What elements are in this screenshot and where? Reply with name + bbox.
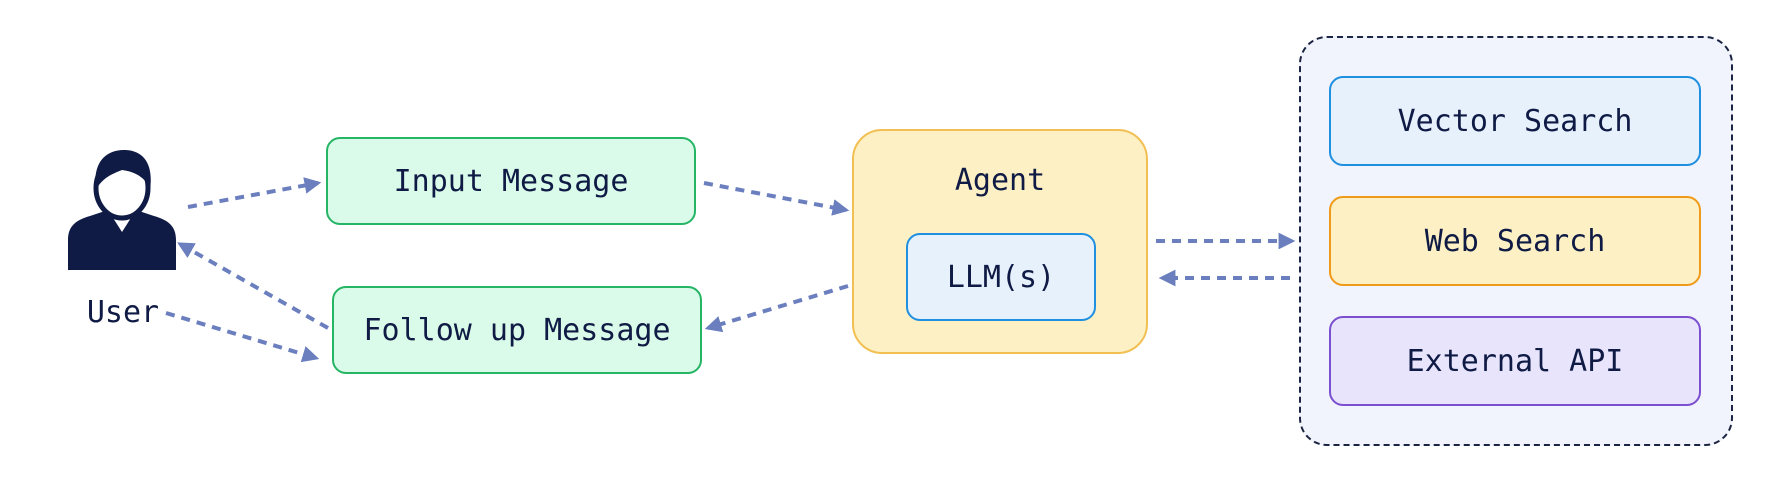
arrow-user-to-followup (165, 311, 320, 363)
llm-node: LLM(s) (906, 233, 1096, 321)
web-search-node: Web Search (1329, 196, 1701, 286)
input-message-node: Input Message (326, 137, 696, 225)
arrow-input-to-agent (703, 181, 850, 216)
user-icon (68, 150, 176, 270)
external-api-node: External API (1329, 316, 1701, 406)
arrow-user-to-input (187, 177, 322, 209)
vector-search-node: Vector Search (1329, 76, 1701, 166)
arrow-followup-to-user (177, 242, 329, 330)
user-label: User (86, 295, 160, 330)
arrow-agent-to-followup (704, 284, 849, 333)
follow-up-message-node: Follow up Message (332, 286, 702, 374)
agent-label: Agent (954, 163, 1046, 198)
